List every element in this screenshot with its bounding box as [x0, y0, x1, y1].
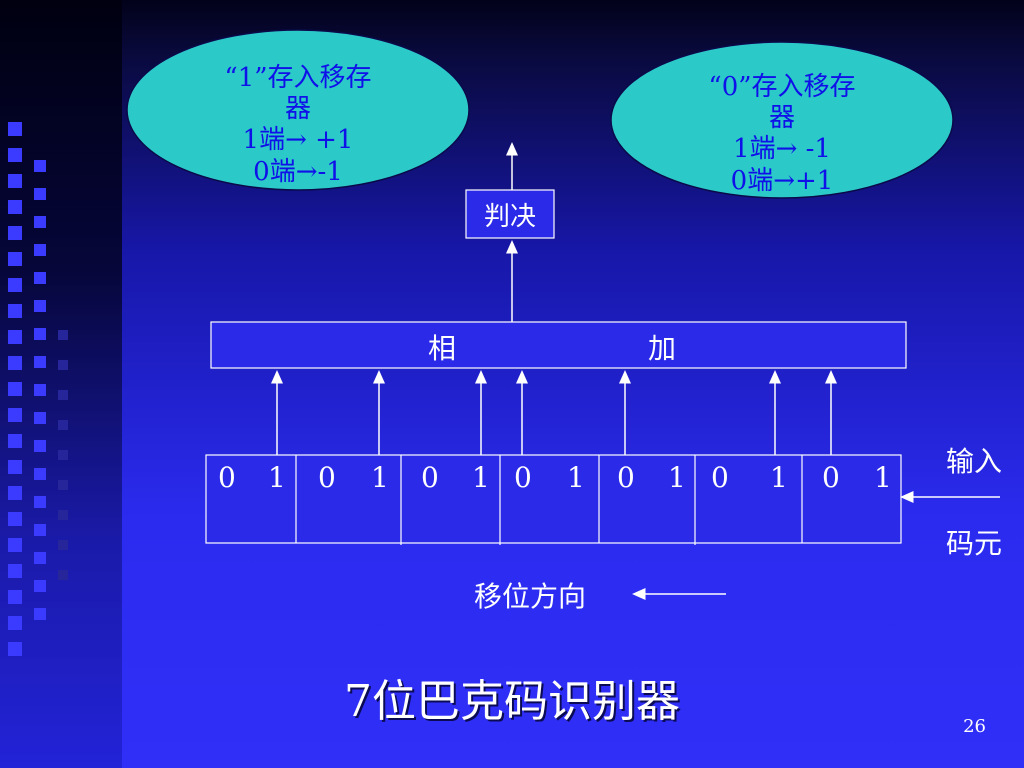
slide-title: 7位巴克码识别器	[344, 676, 680, 727]
register-bit-11: 0	[711, 461, 729, 494]
right-oval	[610, 41, 954, 199]
register-bit-10: 1	[668, 461, 686, 494]
register-bit-7: 0	[514, 461, 532, 494]
register-bit-9: 0	[617, 461, 635, 494]
page-number: 26	[963, 716, 986, 737]
adder-box	[210, 321, 907, 369]
decision-label: 判决	[483, 202, 536, 232]
shift-register-box	[205, 454, 902, 544]
right-oval-line-1: “0”存入移存	[708, 72, 856, 102]
left-oval-line-2: 器	[284, 94, 311, 125]
register-bit-6: 1	[472, 461, 490, 494]
register-bit-13: 0	[822, 461, 840, 494]
decision-box	[465, 189, 555, 239]
register-bit-5: 0	[421, 461, 439, 494]
register-bit-8: 1	[567, 461, 585, 494]
register-bit-1: 0	[218, 461, 236, 494]
left-oval-line-3: 1端→ +1	[242, 125, 354, 156]
register-bit-4: 1	[371, 461, 389, 494]
right-oval-line-2: 器	[768, 103, 795, 134]
right-oval-line-4: 0端→+1	[730, 165, 834, 196]
adder-label-2: 加	[648, 332, 677, 365]
left-oval-line-4: 0端→-1	[253, 156, 343, 187]
register-bit-14: 1	[874, 461, 892, 494]
shift-direction-label: 移位方向	[474, 580, 587, 613]
left-oval	[126, 29, 470, 191]
left-oval-line-1: “1”存入移存	[224, 63, 372, 93]
input-label-line-2: 码元	[946, 527, 1003, 560]
input-label-line-1: 输入	[946, 445, 1003, 478]
right-oval-line-3: 1端→ -1	[733, 134, 831, 165]
register-bit-3: 0	[318, 461, 336, 494]
left-oval-text: “1”存入移存 器 1端→ +1 0端→-1	[168, 63, 428, 188]
register-bit-2: 1	[268, 461, 286, 494]
register-bit-12: 1	[770, 461, 788, 494]
right-oval-text: “0”存入移存 器 1端→ -1 0端→+1	[652, 72, 912, 197]
adder-label-1: 相	[428, 332, 457, 365]
